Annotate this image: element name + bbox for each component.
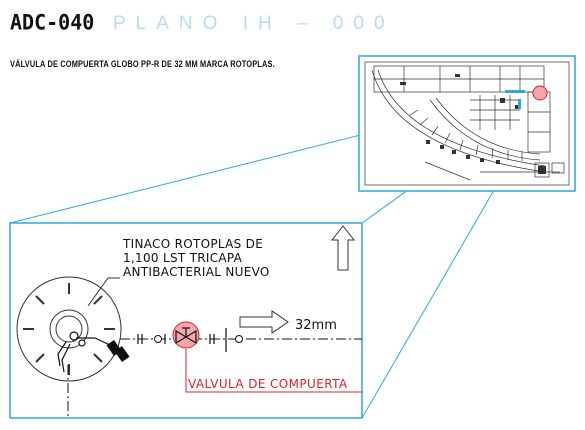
tank-outlet-fittings [57,331,130,373]
tank-label-line-3: ANTIBACTERIAL NUEVO [123,265,270,279]
tank-leader-line [87,277,120,307]
tank-label-line-1: TINACO ROTOPLAS DE [122,237,263,251]
valve-label: VALVULA DE COMPUERTA [188,377,348,391]
component-description: VÁLVULA DE COMPUERTA GLOBO PP-R DE 32 MM… [10,59,275,70]
drawing-code: ADC-040 [10,9,95,35]
gate-valve-icon [175,327,197,345]
pipe-fitting [235,335,243,343]
water-tank [16,276,122,382]
pipe-fitting [154,335,162,343]
plan-title: PLANO IH – 000 [113,13,395,34]
overview-plan [358,55,576,192]
overview-highlight-marker [532,85,548,101]
valve-leader-line [185,349,362,393]
tank-label-line-2: 1,100 LST TRICAPA [123,251,243,265]
pipe-ticks [137,328,227,352]
pipe-size-label: 32mm [295,318,337,333]
north-arrow-icon [330,225,356,271]
tank-label: TINACO ROTOPLAS DE 1,100 LST TRICAPA ANT… [122,237,270,279]
flow-arrow-icon [239,310,289,334]
